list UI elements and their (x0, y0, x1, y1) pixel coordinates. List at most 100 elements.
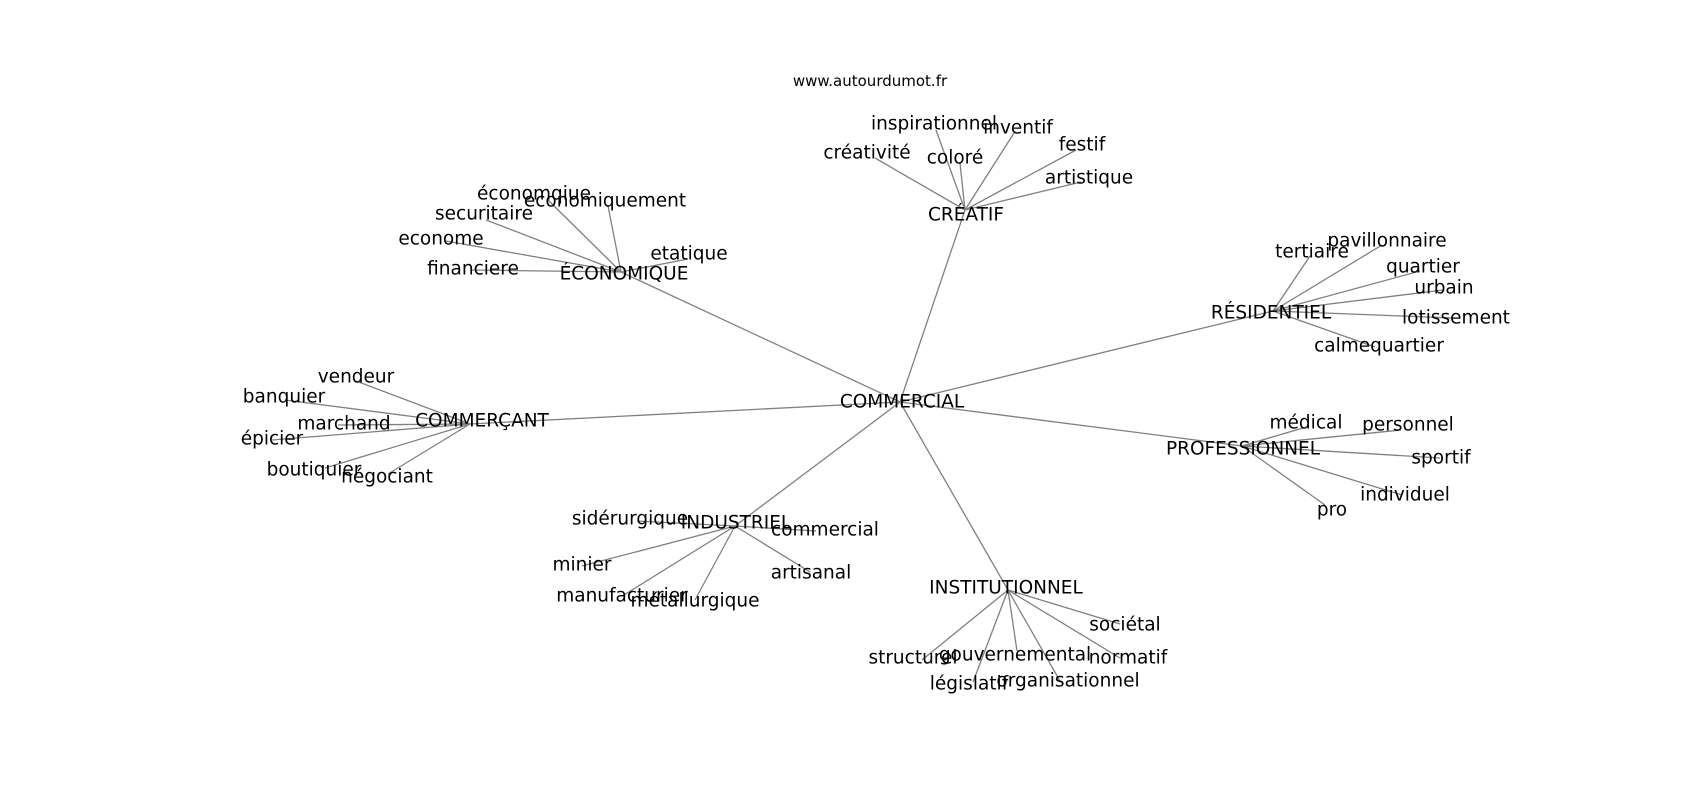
edge-residentiel-to-quartier (1272, 270, 1421, 312)
edge-residentiel-to-urbain (1272, 289, 1444, 312)
hub-node-economique: ÉCONOMIQUE (560, 263, 689, 285)
edge-industriel-to-minier (581, 525, 736, 567)
edge-industriel-to-siderurgique (636, 520, 736, 527)
word-node-gouvernemental: gouvernemental (939, 645, 1091, 666)
edge-commercant-to-boutiquier (324, 423, 471, 469)
word-node-urbain: urbain (1414, 278, 1473, 299)
edge-professionnel-to-personnel (1241, 429, 1402, 447)
edge-layer (271, 129, 1454, 683)
word-node-epicier: épicier (241, 429, 304, 450)
word-node-colore: coloré (927, 148, 984, 169)
edge-residentiel-to-lotissement (1272, 310, 1454, 319)
word-node-lotissement: lotissement (1402, 308, 1510, 329)
word-node-artisanal: artisanal (771, 563, 852, 584)
word-node-quartier: quartier (1386, 257, 1460, 278)
edge-professionnel-to-medical (1241, 427, 1304, 447)
hub-node-creatif: CRÉATIF (928, 204, 1004, 226)
word-node-commercial: commercial (771, 520, 879, 541)
word-node-etatique: etatique (650, 244, 727, 265)
root-node-commercial: COMMERCIAL (840, 392, 965, 413)
edge-creatif-to-artistique (964, 181, 1082, 211)
word-node-individuel: individuel (1360, 485, 1450, 506)
hub-node-institutionnel: INSTITUTIONNEL (929, 578, 1083, 599)
word-node-marchand: marchand (297, 414, 390, 435)
edge-commercant-to-epicier (271, 423, 471, 441)
edge-commercant-to-vendeur (355, 380, 471, 425)
edge-industriel-to-commercial (734, 525, 817, 532)
edge-industriel-to-manufacturier (623, 525, 736, 596)
edge-professionnel-to-individuel (1241, 445, 1403, 496)
hub-node-professionnel: PROFESSIONNEL (1166, 439, 1321, 460)
edge-industriel-to-artisanal (734, 525, 811, 573)
edge-creatif-to-festif (964, 149, 1077, 211)
edge-residentiel-to-pavillonnaire (1272, 244, 1383, 312)
word-node-normatif: normatif (1089, 648, 1168, 669)
word-node-creativite: créativité (823, 143, 910, 164)
hub-node-commercant: COMMERÇANT (415, 411, 549, 432)
edge-commercial-to-commercant (469, 401, 901, 425)
word-node-economiquement: economiquement (524, 191, 686, 212)
edge-commercial-to-economique (620, 271, 901, 403)
hub-node-residentiel: RÉSIDENTIEL (1211, 302, 1332, 324)
edge-commercial-to-creatif (899, 209, 966, 403)
edge-residentiel-to-calmequartier (1272, 310, 1376, 348)
word-node-medical: médical (1270, 413, 1343, 434)
word-node-inspirationnel: inspirationnel (871, 114, 997, 135)
edge-institutionnel-to-structurel (921, 589, 1009, 661)
word-node-organisationnel: organisationnel (996, 671, 1139, 692)
edge-creatif-to-inspirationnel (935, 129, 966, 211)
edge-residentiel-to-tertiaire (1272, 255, 1311, 312)
edge-creatif-to-creativite (874, 157, 966, 211)
edge-creatif-to-colore (959, 162, 966, 211)
edge-commercial-to-institutionnel (899, 401, 1009, 591)
edge-commercial-to-industriel (734, 401, 901, 527)
edge-institutionnel-to-legislatif (972, 589, 1009, 683)
edge-institutionnel-to-normatif (1007, 589, 1121, 659)
word-node-boutiquier: boutiquier (267, 460, 362, 481)
word-node-legislatif: législatif (930, 674, 1009, 695)
word-node-pavillonnaire: pavillonnaire (1327, 231, 1446, 252)
edge-professionnel-to-pro (1241, 445, 1326, 506)
word-node-personnel: personnel (1362, 415, 1454, 436)
word-node-pro: pro (1317, 500, 1347, 521)
word-node-econome: econome (398, 229, 483, 250)
word-node-sportif: sportif (1411, 448, 1471, 469)
edge-economique-to-econome (445, 240, 622, 273)
edge-institutionnel-to-organisationnel (1007, 589, 1061, 682)
edge-commercant-to-negociant (387, 423, 471, 475)
edge-economique-to-securitaire (485, 219, 622, 273)
edge-commercant-to-banquier (284, 399, 471, 425)
word-node-financiere: financiere (427, 259, 519, 280)
word-node-economqiue: économqiue (477, 184, 591, 205)
edge-institutionnel-to-gouvernemental (1007, 589, 1018, 652)
word-node-negociant: négociant (341, 467, 433, 488)
edge-commercial-to-residentiel (899, 310, 1274, 403)
edge-professionnel-to-sportif (1241, 445, 1441, 459)
word-node-festif: festif (1059, 135, 1106, 156)
word-node-calmequartier: calmequartier (1314, 336, 1444, 357)
word-node-metallurgique: métallurgique (630, 591, 759, 612)
word-node-inventif: inventif (983, 118, 1053, 139)
word-node-minier: minier (552, 555, 611, 576)
site-credit: www.autourdumot.fr (792, 72, 948, 90)
word-node-tertiaire: tertiaire (1275, 242, 1349, 263)
word-node-manufacturier: manufacturier (556, 586, 688, 607)
edge-industriel-to-metallurgique (694, 525, 736, 601)
edge-creatif-to-inventif (964, 132, 1015, 211)
word-node-banquier: banquier (243, 387, 326, 408)
word-node-artistique: artistique (1045, 168, 1133, 189)
word-node-structurel: structurel (868, 648, 957, 669)
edge-economique-to-economqiue (547, 199, 622, 273)
word-node-siderurgique: sidérurgique (572, 509, 688, 530)
edge-economique-to-economiquement (607, 205, 622, 273)
word-node-vendeur: vendeur (318, 367, 395, 388)
word-node-securitaire: securitaire (435, 204, 533, 225)
word-node-societal: sociétal (1089, 615, 1160, 636)
edge-institutionnel-to-societal (1007, 589, 1121, 625)
edge-economique-to-etatique (620, 258, 689, 273)
edge-commercant-to-marchand (337, 423, 471, 426)
hub-node-industriel: INDUSTRIEL (681, 513, 792, 534)
edge-commercial-to-professionnel (899, 401, 1243, 447)
